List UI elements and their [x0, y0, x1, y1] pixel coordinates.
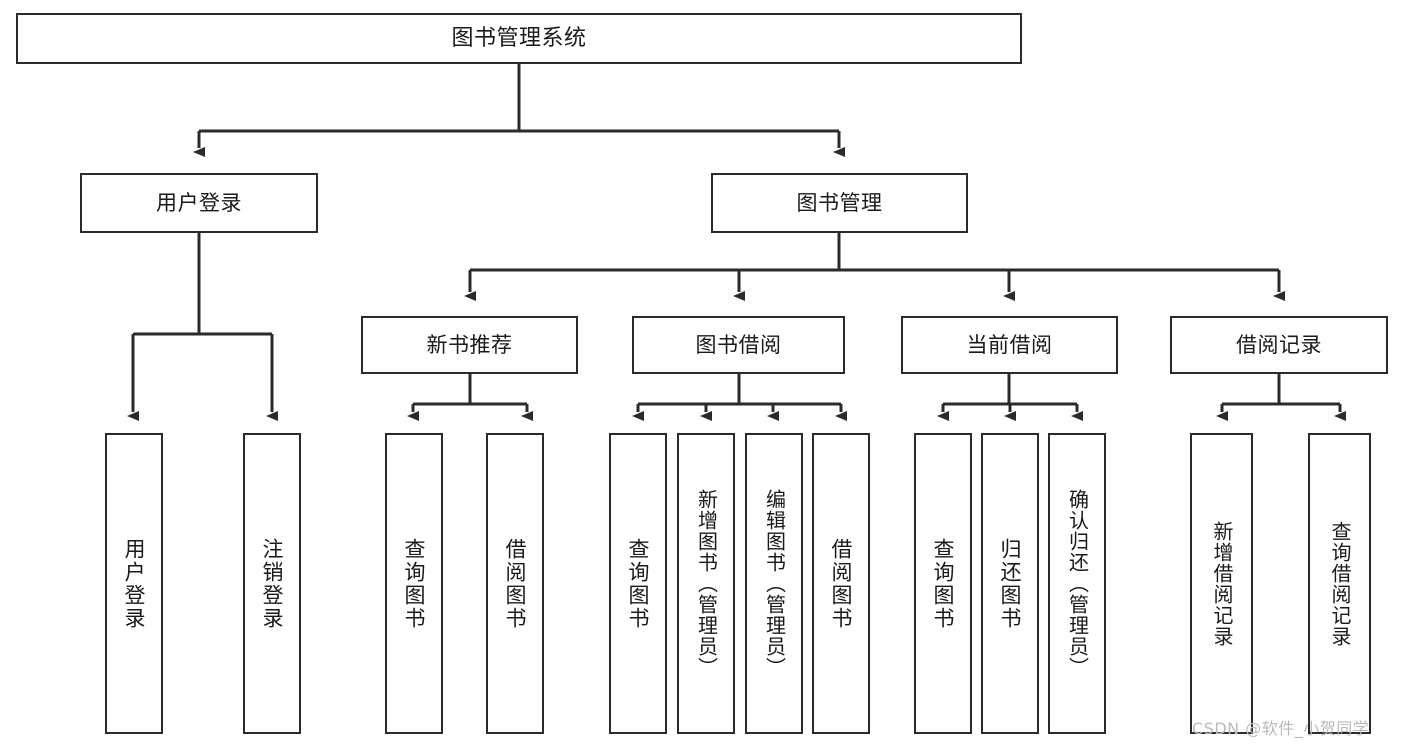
node-leaf-user-login-label: 用户登录 [122, 537, 147, 630]
node-leaf-add-record[interactable]: 新增借阅记录 [1190, 433, 1253, 734]
node-root-label: 图书管理系统 [451, 25, 587, 51]
node-leaf-borrow-book-1[interactable]: 借阅图书 [486, 433, 544, 734]
watermark: CSDN @软件_小贺同学 [1192, 719, 1370, 738]
node-leaf-add-book[interactable]: 新增图书（管理员） [677, 433, 735, 734]
node-leaf-edit-book[interactable]: 编辑图书（管理员） [745, 433, 803, 734]
node-leaf-query-book-1-label: 查询图书 [402, 537, 427, 630]
node-book-borrow-label: 图书借阅 [695, 332, 782, 357]
node-book-manage[interactable]: 图书管理 [711, 173, 968, 233]
node-leaf-query-book-2[interactable]: 查询图书 [609, 433, 667, 734]
node-leaf-return-book[interactable]: 归还图书 [981, 433, 1039, 734]
node-leaf-logout-label: 注销登录 [260, 537, 285, 630]
node-book-manage-label: 图书管理 [796, 190, 883, 215]
node-current-borrow[interactable]: 当前借阅 [901, 316, 1118, 374]
node-leaf-return-book-label: 归还图书 [998, 537, 1023, 630]
node-new-book-recommend-label: 新书推荐 [426, 332, 513, 357]
node-user-login-label: 用户登录 [156, 190, 242, 215]
node-leaf-add-record-label: 新增借阅记录 [1210, 520, 1234, 647]
node-user-login[interactable]: 用户登录 [80, 173, 318, 233]
node-leaf-query-book-2-label: 查询图书 [626, 537, 651, 630]
node-leaf-borrow-book-2[interactable]: 借阅图书 [812, 433, 870, 734]
node-leaf-query-book-3[interactable]: 查询图书 [914, 433, 972, 734]
node-leaf-query-book-1[interactable]: 查询图书 [385, 433, 443, 734]
node-new-book-recommend[interactable]: 新书推荐 [361, 316, 578, 374]
node-borrow-record[interactable]: 借阅记录 [1170, 316, 1388, 374]
node-leaf-confirm-return[interactable]: 确认归还（管理员） [1048, 433, 1106, 734]
node-leaf-edit-book-label: 编辑图书（管理员） [762, 489, 787, 678]
node-leaf-query-record[interactable]: 查询借阅记录 [1308, 433, 1371, 734]
node-leaf-user-login[interactable]: 用户登录 [105, 433, 163, 734]
node-leaf-borrow-book-2-label: 借阅图书 [829, 537, 854, 630]
node-root[interactable]: 图书管理系统 [16, 13, 1022, 64]
node-leaf-logout[interactable]: 注销登录 [243, 433, 301, 734]
node-book-borrow[interactable]: 图书借阅 [632, 316, 845, 374]
node-leaf-borrow-book-1-label: 借阅图书 [503, 537, 528, 630]
node-leaf-add-book-label: 新增图书（管理员） [694, 489, 719, 678]
node-borrow-record-label: 借阅记录 [1236, 332, 1322, 357]
node-current-borrow-label: 当前借阅 [966, 332, 1053, 357]
node-leaf-query-book-3-label: 查询图书 [931, 537, 956, 630]
node-leaf-confirm-return-label: 确认归还（管理员） [1065, 489, 1090, 678]
node-leaf-query-record-label: 查询借阅记录 [1328, 520, 1352, 647]
